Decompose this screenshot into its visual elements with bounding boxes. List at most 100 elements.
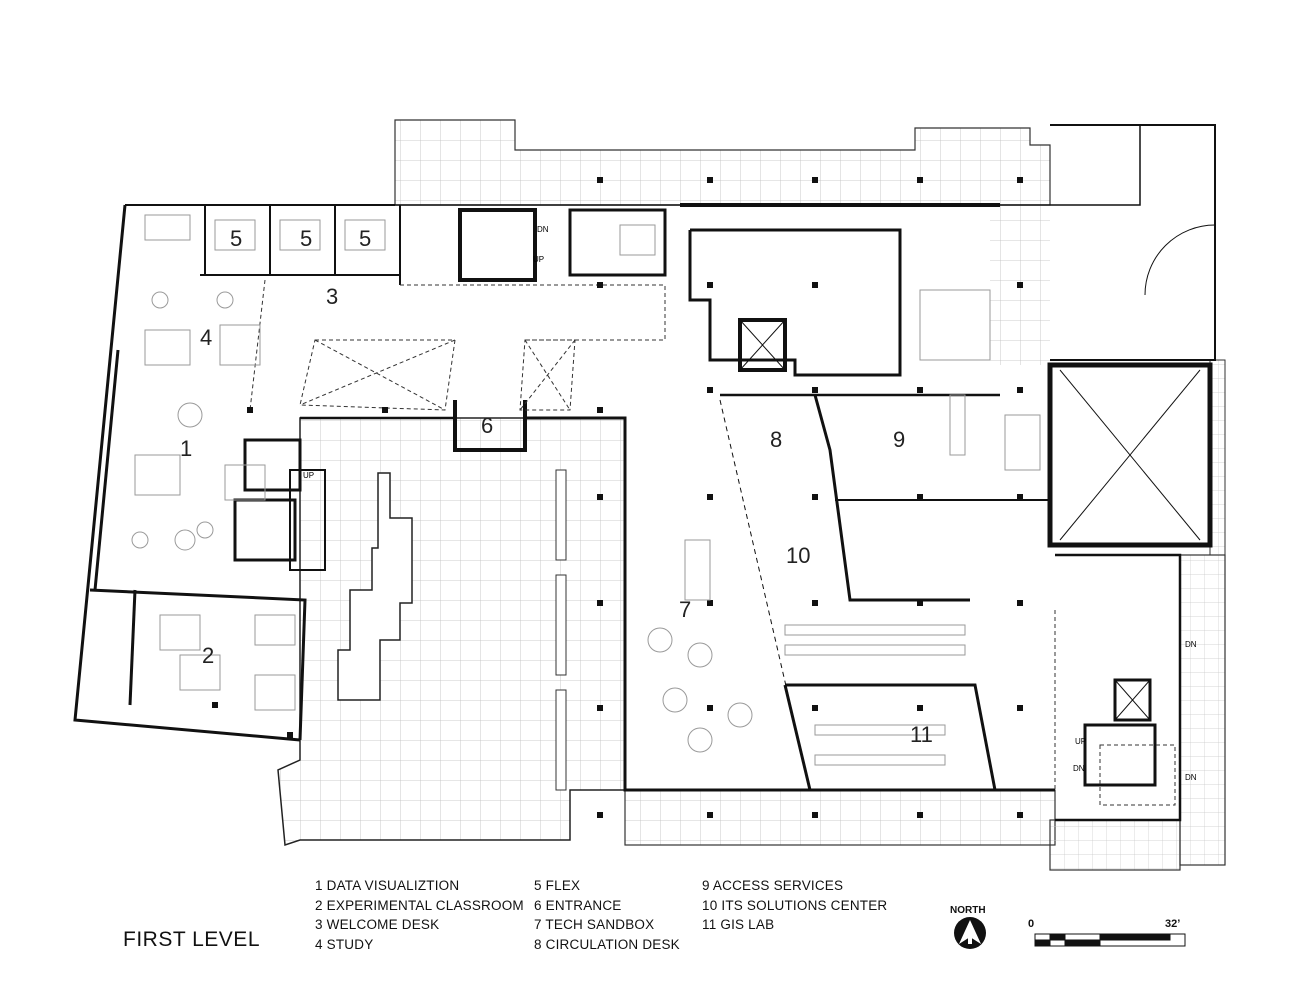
stair-dn-label-southeast: DN: [1073, 764, 1085, 773]
column-marker: [812, 387, 818, 393]
entrance-vestibule: [453, 400, 527, 452]
column-marker: [212, 702, 218, 708]
southeast-block: [1055, 553, 1182, 822]
paving: [277, 119, 1226, 871]
scale-start-label: 0: [1028, 918, 1035, 930]
structural-columns: [212, 177, 1023, 818]
legend-item: 10 ITS SOLUTIONS CENTER: [702, 897, 888, 913]
column-marker: [597, 494, 603, 500]
east-door-arc: [1144, 224, 1216, 296]
elevator-core: [738, 318, 787, 372]
column-marker: [812, 812, 818, 818]
stair-dn-label-north: DN: [537, 225, 549, 234]
column-marker: [247, 407, 253, 413]
room-label-10: 10: [786, 543, 810, 568]
stair-southeast: [1083, 723, 1157, 787]
column-marker: [597, 705, 603, 711]
scale-bar: [1034, 933, 1186, 947]
column-marker: [812, 705, 818, 711]
scale-end-label: 32’: [1165, 918, 1181, 930]
north-label: NORTH: [950, 905, 986, 916]
column-marker: [1017, 812, 1023, 818]
column-marker: [597, 177, 603, 183]
classroom-wall: [89, 588, 307, 741]
column-marker: [597, 600, 603, 606]
classroom-inner-wall: [128, 589, 137, 706]
column-marker: [1017, 177, 1023, 183]
legend-column-1: 1 DATA VISUALIZTION 2 EXPERIMENTAL CLASS…: [315, 876, 524, 954]
column-marker: [707, 494, 713, 500]
column-marker: [1017, 282, 1023, 288]
stair-west: [289, 469, 326, 571]
skylight-west: [299, 339, 456, 411]
elevator-southeast: [1113, 678, 1152, 722]
room-label-8: 8: [770, 427, 782, 452]
legend-item: 2 EXPERIMENTAL CLASSROOM: [315, 897, 524, 913]
column-marker: [917, 705, 923, 711]
plaza-east-wall: [525, 416, 1055, 792]
column-marker: [707, 705, 713, 711]
meeting-room-north: [568, 208, 667, 277]
column-marker: [812, 177, 818, 183]
column-marker: [707, 600, 713, 606]
legend-item: 4 STUDY: [315, 936, 374, 952]
legend-item: 9 ACCESS SERVICES: [702, 878, 844, 893]
column-marker: [812, 282, 818, 288]
column-marker: [917, 177, 923, 183]
column-marker: [597, 812, 603, 818]
gis-lab-wall: [785, 683, 997, 791]
plaza-benches: [555, 469, 567, 791]
column-marker: [597, 282, 603, 288]
stair-labels: DN UP UP UP DN DN DN: [303, 225, 1197, 782]
column-marker: [382, 407, 388, 413]
column-marker: [287, 732, 293, 738]
column-marker: [1017, 387, 1023, 393]
south-terrace-paving: [624, 789, 1056, 846]
column-marker: [597, 407, 603, 413]
legend-item: 11 GIS LAB: [702, 917, 775, 932]
legend-item: 7 TECH SANDBOX: [534, 917, 655, 932]
column-marker: [707, 387, 713, 393]
column-marker: [707, 177, 713, 183]
room-label-7: 7: [679, 597, 691, 622]
east-wing: [1050, 124, 1216, 361]
room-label-6: 6: [481, 413, 493, 438]
dashed-zones: [249, 279, 1176, 806]
room-label-3: 3: [326, 284, 338, 309]
room-label-11: 11: [910, 722, 933, 747]
legend-column-2: 5 FLEX 6 ENTRANCE 7 TECH SANDBOX 8 CIRCU…: [534, 876, 680, 954]
legend-item: 6 ENTRANCE: [534, 897, 622, 913]
stair-north: [458, 208, 537, 282]
room-label-4: 4: [200, 325, 212, 350]
north-arrow-icon: [954, 917, 986, 949]
north-terrace-paving: [394, 119, 1051, 206]
room-label-1: 1: [180, 436, 192, 461]
column-marker: [917, 494, 923, 500]
legend-item: 3 WELCOME DESK: [315, 917, 440, 932]
stair-up-label-southeast: UP: [1075, 737, 1086, 746]
column-marker: [917, 600, 923, 606]
west-facade-inner: [93, 349, 120, 591]
room-label-9: 9: [893, 427, 905, 452]
column-marker: [707, 282, 713, 288]
room-label-5c: 5: [359, 226, 371, 251]
walls: [73, 124, 1216, 822]
legend-item: 8 CIRCULATION DESK: [534, 936, 680, 952]
stair-dn-label-east-1: DN: [1185, 640, 1197, 649]
skylight-east: [519, 339, 576, 411]
atrium-shaft: [1047, 362, 1213, 548]
east-wing-inner: [1050, 125, 1141, 206]
stair-up-label-west: UP: [303, 471, 314, 480]
legend-item: 1 DATA VISUALIZTION: [315, 878, 460, 893]
plaza-planter: [337, 472, 413, 701]
room-labels: 1 2 3 4 5 5 5 6 7 8 9 10 11: [180, 226, 933, 747]
stair-dn-label-east-2: DN: [1185, 773, 1197, 782]
room-label-2: 2: [202, 643, 214, 668]
room-label-5b: 5: [300, 226, 312, 251]
access-services-wall: [813, 394, 970, 602]
column-marker: [1017, 705, 1023, 711]
furniture: [131, 214, 1041, 766]
column-marker: [812, 600, 818, 606]
column-marker: [917, 387, 923, 393]
